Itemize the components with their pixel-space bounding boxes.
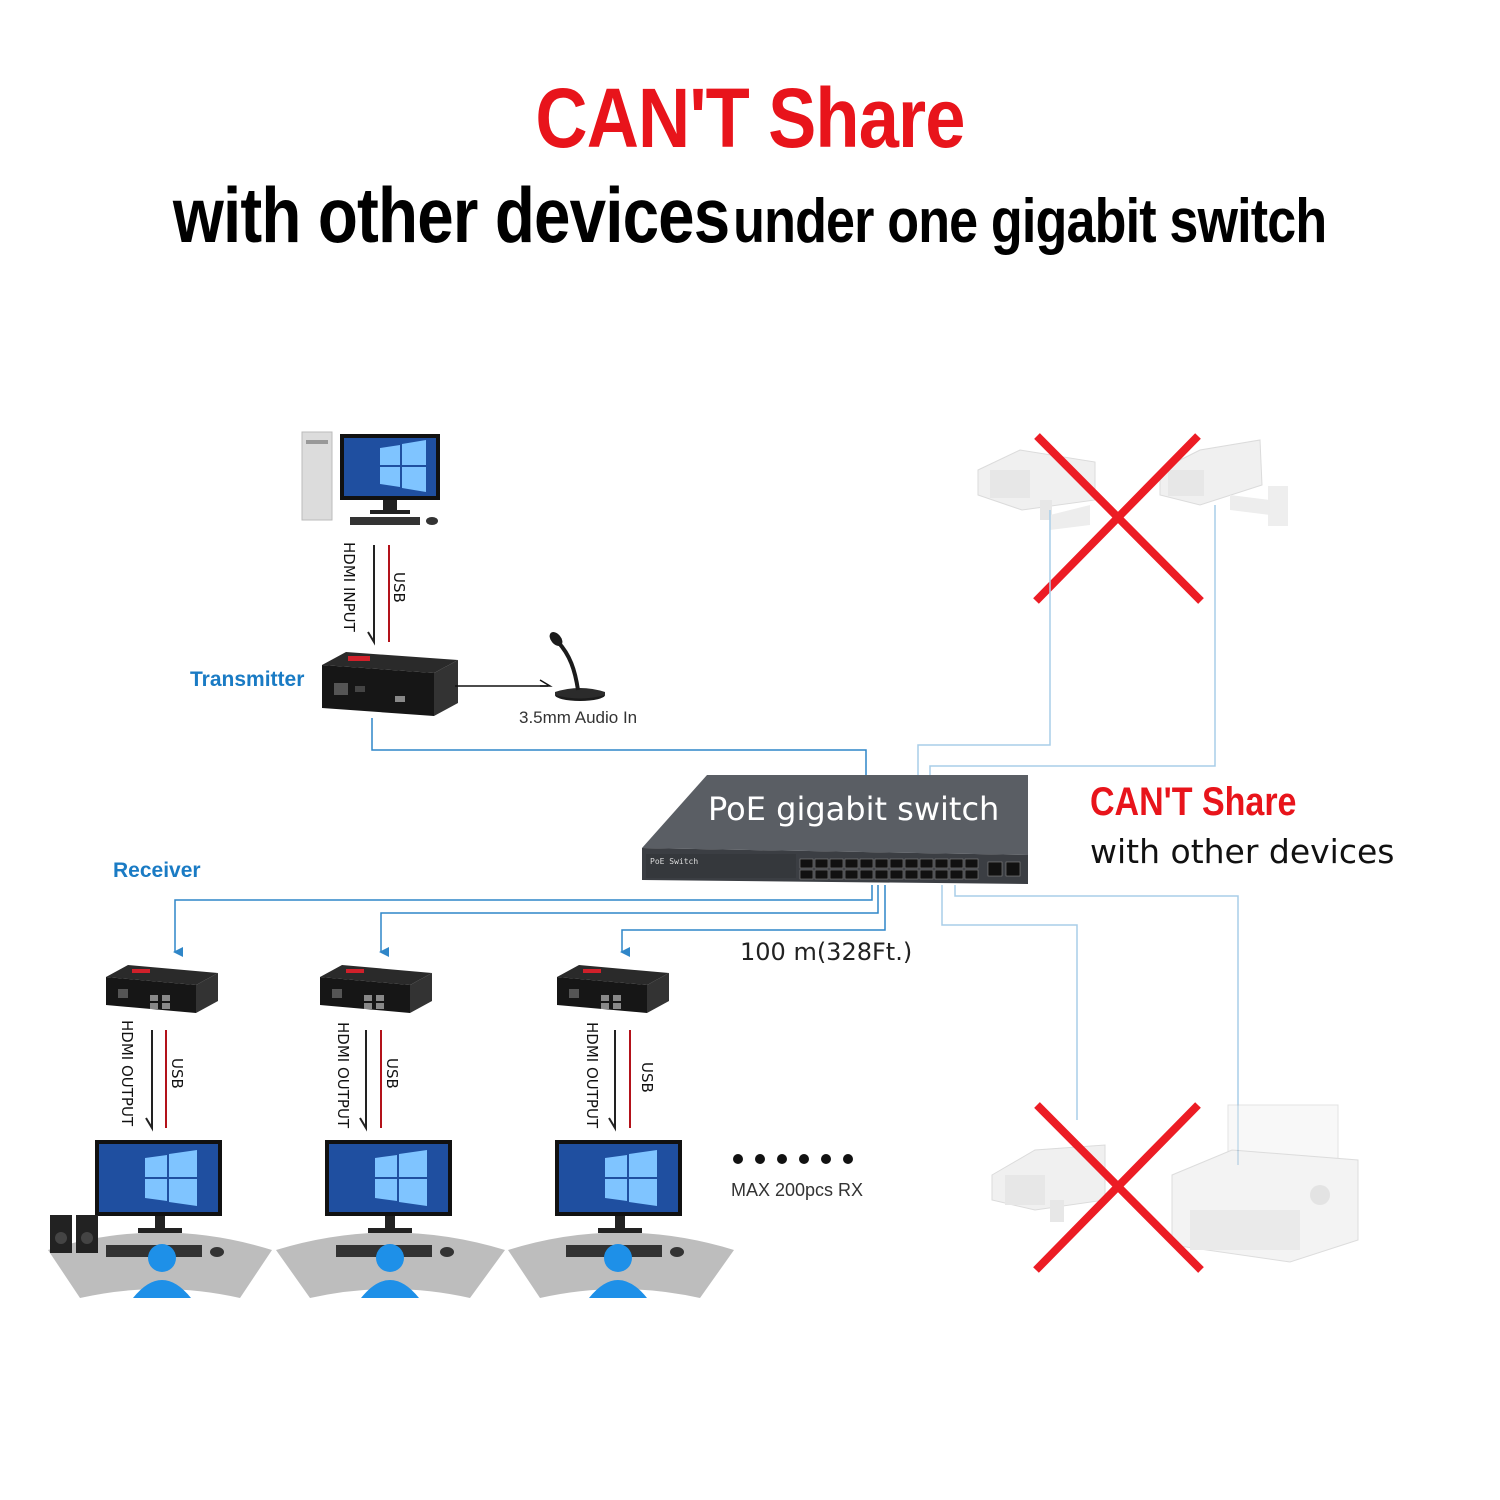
printer-link bbox=[954, 885, 1239, 1165]
ip-camera-bottom-icon bbox=[991, 1144, 1106, 1222]
receiver-links bbox=[173, 885, 886, 957]
more-receivers-dots bbox=[733, 1154, 853, 1164]
title-line2-big: with other devices bbox=[173, 171, 730, 259]
hdmi-output-label-2: HDMI OUTPUT bbox=[334, 1022, 352, 1129]
hdmi-input-label: HDMI INPUT bbox=[340, 542, 358, 632]
audio-arrow bbox=[455, 679, 553, 687]
max-receivers-label: MAX 200pcs RX bbox=[731, 1180, 864, 1200]
camera-bottom-link bbox=[941, 885, 1078, 1120]
receiver-output-arrows bbox=[145, 1030, 631, 1132]
hdmi-input-arrow bbox=[367, 545, 375, 646]
usb-label-3: USB bbox=[638, 1062, 656, 1093]
receiver-device-icon-3 bbox=[557, 965, 669, 1013]
hdmi-output-label-3: HDMI OUTPUT bbox=[583, 1022, 601, 1129]
ip-camera-left-icon bbox=[977, 449, 1096, 530]
receiver-device-icon-1 bbox=[106, 965, 218, 1013]
switch-front-text: PoE Switch bbox=[650, 857, 699, 866]
poe-switch-icon bbox=[642, 775, 1028, 884]
prohibited-x-icon-bottom bbox=[1033, 1102, 1204, 1273]
camera-right-link bbox=[929, 505, 1216, 775]
receiver-device-icon-2 bbox=[320, 965, 432, 1013]
distance-label: 100 m(328Ft.) bbox=[740, 938, 913, 966]
transmitter-device-icon bbox=[322, 652, 458, 716]
switch-label: PoE gigabit switch bbox=[708, 790, 1000, 828]
ip-camera-right-icon bbox=[1159, 439, 1288, 526]
workstation-icon-3 bbox=[508, 1140, 734, 1298]
source-computer-icon bbox=[301, 431, 440, 525]
transmitter-link bbox=[371, 718, 867, 775]
workstation-icon-1 bbox=[48, 1140, 272, 1298]
workstation-icon-2 bbox=[276, 1140, 505, 1298]
usb-label-2: USB bbox=[383, 1058, 401, 1089]
audio-in-label: 3.5mm Audio In bbox=[519, 708, 638, 727]
printer-icon bbox=[1171, 1104, 1359, 1263]
receiver-label: Receiver bbox=[113, 859, 201, 882]
prohibited-x-icon-top bbox=[1033, 433, 1204, 604]
title-line2: with other devices under one gigabit swi… bbox=[0, 170, 1500, 261]
usb-label-1: USB bbox=[168, 1058, 186, 1089]
transmitter-usb-label: USB bbox=[390, 572, 408, 603]
side-other-devices: with other devices bbox=[1090, 832, 1395, 871]
microphone-icon bbox=[549, 632, 605, 701]
camera-left-link bbox=[917, 510, 1051, 775]
title-line1: CAN'T Share bbox=[535, 71, 965, 165]
side-cant-share: CAN'T Share bbox=[1090, 780, 1297, 824]
hdmi-output-label-1: HDMI OUTPUT bbox=[118, 1020, 136, 1127]
title-line2-small: under one gigabit switch bbox=[733, 187, 1328, 256]
transmitter-label: Transmitter bbox=[190, 668, 305, 691]
